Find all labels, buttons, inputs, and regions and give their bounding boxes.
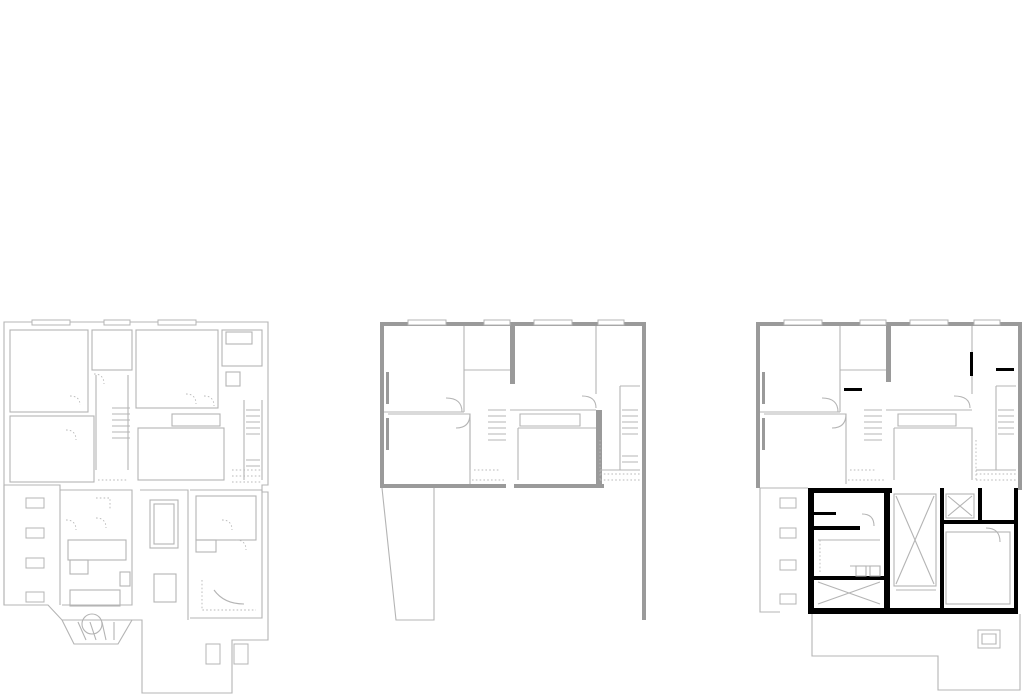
plan-existing <box>3 319 269 694</box>
plan-demolition <box>380 319 646 621</box>
plan-proposed <box>756 319 1022 691</box>
